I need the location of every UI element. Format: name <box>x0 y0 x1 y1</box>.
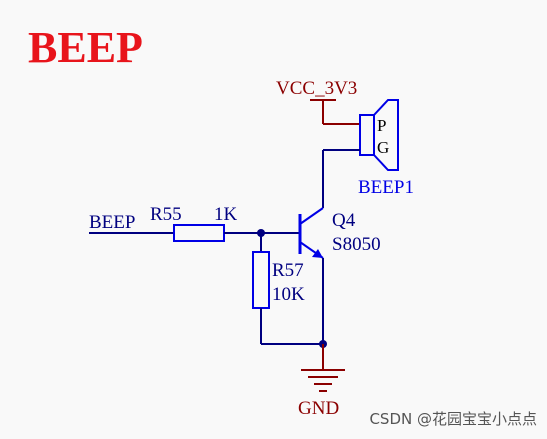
transistor-emitter-arrow <box>312 249 323 258</box>
buzzer-horn <box>373 99 399 171</box>
q4-ref-label: Q4 <box>332 210 356 231</box>
buzzer-beep1: P G <box>359 99 399 171</box>
transistor-collector-lead <box>299 207 324 225</box>
r57-resistor-body <box>252 251 270 309</box>
buzzer-pin-g: G <box>377 138 389 157</box>
r55-resistor-body <box>173 224 225 242</box>
buzzer-body <box>359 114 375 156</box>
r57-value-label: 10K <box>272 284 305 305</box>
r57-ref-label: R57 <box>272 260 304 281</box>
buzzer-ref-label: BEEP1 <box>358 177 414 198</box>
vcc-label: VCC_3V3 <box>276 78 357 99</box>
transistor-q4 <box>298 207 324 259</box>
q4-part-label: S8050 <box>332 234 381 255</box>
schematic-title: BEEP <box>28 23 143 72</box>
r55-ref-label: R55 <box>150 204 182 225</box>
ground-symbol <box>301 344 345 392</box>
input-net-label: BEEP <box>89 212 135 233</box>
r55-value-label: 1K <box>214 204 238 225</box>
csdn-watermark: CSDN @花园宝宝小点点 <box>369 410 537 428</box>
buzzer-pin-p: P <box>377 116 386 135</box>
ground-label: GND <box>298 398 339 419</box>
